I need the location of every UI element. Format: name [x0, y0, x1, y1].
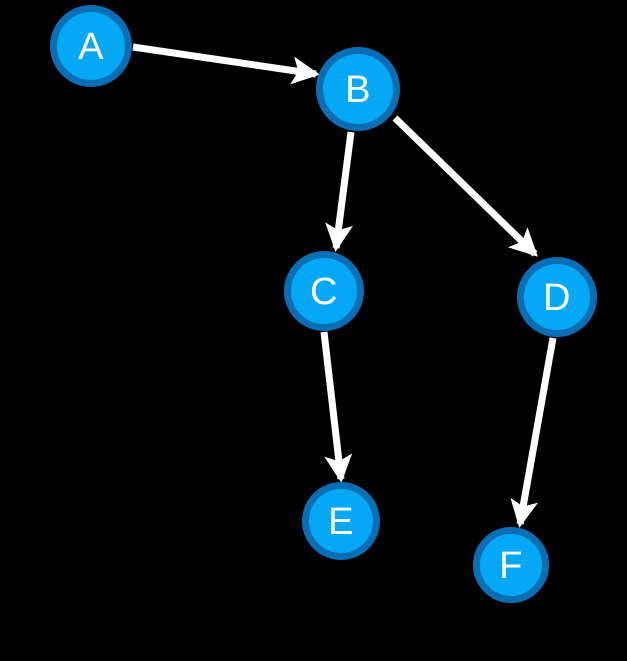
node-label-b: B: [345, 69, 371, 111]
node-label-e: E: [328, 501, 354, 543]
node-circle-a[interactable]: [50, 5, 132, 87]
graph-node-d[interactable]: D: [517, 257, 597, 337]
graph-edge-b-c: [325, 131, 355, 252]
node-circle-f[interactable]: [473, 527, 549, 603]
graph-node-f[interactable]: F: [473, 527, 549, 603]
graph-edge-b-d: [392, 115, 538, 257]
node-circle-b[interactable]: [316, 47, 400, 131]
node-circle-c[interactable]: [284, 251, 364, 331]
node-label-f: F: [499, 545, 523, 587]
graph-node-c[interactable]: C: [284, 251, 364, 331]
graph-node-b[interactable]: B: [316, 47, 400, 131]
node-circle-e[interactable]: [302, 482, 380, 560]
graph-node-e[interactable]: E: [302, 482, 380, 560]
graph-edge-d-f: [510, 337, 557, 528]
graph-edge-a-b: [132, 43, 320, 85]
edges-layer: [132, 43, 557, 528]
graph-node-a[interactable]: A: [50, 5, 132, 87]
node-label-c: C: [310, 271, 338, 313]
nodes-layer: A B C D E F: [50, 5, 597, 603]
node-circle-d[interactable]: [517, 257, 597, 337]
node-label-d: D: [543, 277, 571, 319]
graph-edge-c-e: [320, 331, 353, 483]
node-label-a: A: [78, 26, 104, 68]
